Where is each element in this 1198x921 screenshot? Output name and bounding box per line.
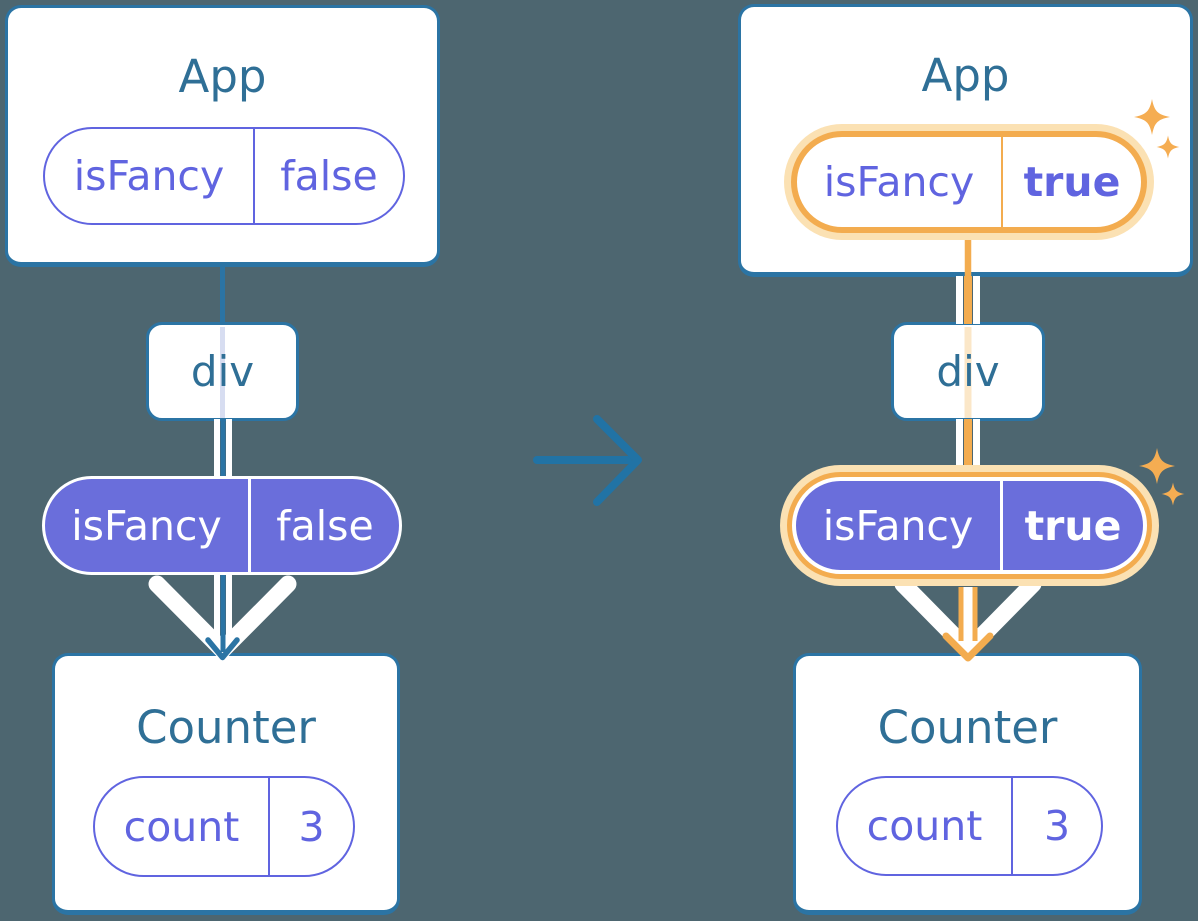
sparkles-icon (1139, 448, 1185, 506)
right-app-prop-pill: isFancy true (791, 131, 1147, 233)
prop-name: isFancy (823, 158, 975, 206)
prop-value: false (253, 129, 403, 223)
prop-name: isFancy (822, 501, 974, 550)
prop-value: true (1001, 137, 1141, 227)
right-counter-state-pill: count 3 (836, 776, 1103, 876)
prop-value: false (248, 479, 399, 572)
right-counter-title: Counter (877, 701, 1058, 754)
left-app-prop-pill: isFancy false (43, 127, 405, 225)
prop-name: isFancy (71, 501, 222, 550)
left-app-card: App isFancy false (5, 5, 440, 267)
right-app-card: App isFancy true (738, 4, 1193, 277)
sparkle-large (1139, 448, 1175, 484)
left-counter-title: Counter (136, 701, 316, 754)
state-value: 3 (1011, 778, 1101, 874)
state-name: count (866, 802, 983, 850)
left-div-label: div (190, 347, 255, 396)
right-app-title: App (921, 49, 1010, 102)
left-counter-state-pill: count 3 (93, 776, 355, 877)
left-pill-to-counter-arrow (148, 573, 297, 661)
chevron-arrow-icon (894, 575, 1042, 659)
right-pill-to-counter-arrow (894, 575, 1042, 662)
left-div-box: div (146, 322, 299, 421)
right-counter-card: Counter count 3 (793, 653, 1142, 915)
prop-name: isFancy (73, 152, 225, 200)
right-arrow-icon (533, 415, 642, 506)
state-value: 3 (268, 778, 353, 875)
left-app-title: App (178, 50, 267, 103)
state-name: count (123, 802, 240, 851)
sparkle-small (1161, 482, 1185, 506)
right-div-box: div (891, 322, 1045, 421)
right-div-label: div (936, 347, 1000, 396)
prop-value: true (1000, 481, 1143, 570)
right-div-to-pill-pipe (956, 419, 980, 470)
left-div-to-pill-pipe (214, 419, 232, 478)
right-passed-prop-pill: isFancy true (792, 477, 1147, 574)
right-card-to-div-pipe (956, 276, 980, 324)
chevron-arrow-icon (148, 575, 297, 659)
left-passed-prop-pill: isFancy false (42, 476, 402, 575)
left-counter-card: Counter count 3 (52, 653, 400, 915)
